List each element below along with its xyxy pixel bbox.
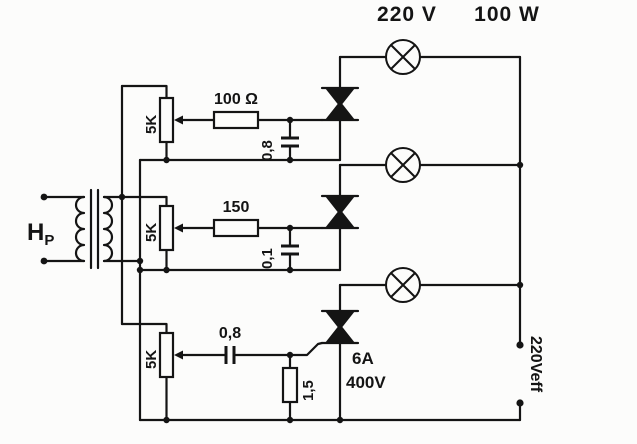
triac-voltage-label: 400V [346, 373, 386, 392]
capacitor-ch3-label: 0,8 [219, 325, 241, 342]
mains-terminal [516, 399, 524, 407]
wiring [42, 55, 522, 422]
triac-2 [320, 194, 360, 230]
junction-dots [40, 116, 524, 424]
lamp-power-label: 100 W [474, 3, 540, 26]
triac-1 [320, 86, 360, 122]
lamp-3 [385, 267, 421, 303]
mains-voltage-label: 220Veff [527, 336, 544, 393]
input-terminal [40, 257, 48, 265]
capacitor-ch1-label: 0,8 [259, 140, 276, 161]
resistor-100ohm [212, 110, 260, 130]
pot2-body [158, 204, 175, 252]
triac-3: 6A 400V [320, 309, 386, 392]
channel1-filter: 100 Ω 0,8 [212, 91, 299, 161]
potentiometer-2: 5K [143, 204, 183, 252]
channel3-filter: 0,8 1,5 [219, 325, 317, 404]
resistor-100ohm-label: 100 Ω [214, 91, 258, 108]
transformer-primary-coil [74, 195, 86, 263]
pot2-wiper-arrow [174, 223, 183, 233]
pot3-body [158, 331, 175, 379]
transformer: HP [27, 188, 114, 270]
mains-terminal [516, 341, 524, 349]
channel2-filter: 150 0,1 [212, 199, 299, 269]
potentiometer-1: 5K [143, 96, 183, 144]
triac-current-label: 6A [352, 349, 374, 368]
pot3-wiper-arrow [174, 350, 183, 360]
pot1-body [158, 96, 175, 144]
capacitor-ch2-label: 0,1 [259, 248, 276, 269]
resistor-1k5 [281, 366, 299, 404]
pot1-value-label: 5K [143, 115, 160, 134]
input-terminal [40, 193, 48, 201]
resistor-150ohm [212, 218, 260, 238]
lamp-1 [385, 39, 421, 75]
speaker-label: HP [27, 219, 54, 249]
pot3-value-label: 5K [143, 350, 160, 369]
lamp-2 [385, 147, 421, 183]
potentiometer-3: 5K [143, 331, 183, 379]
resistor-1k5-label: 1,5 [300, 380, 317, 401]
transformer-secondary-coil [102, 195, 114, 263]
resistor-150ohm-label: 150 [223, 199, 250, 216]
lamp-voltage-label: 220 V [377, 3, 437, 26]
pot1-wiper-arrow [174, 115, 183, 125]
pot2-value-label: 5K [143, 223, 160, 242]
